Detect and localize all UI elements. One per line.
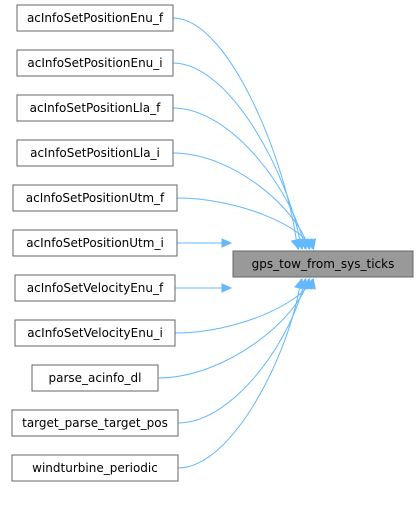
caller-node-box bbox=[11, 454, 179, 482]
call-edge bbox=[177, 278, 302, 469]
caller-nodes: acInfoSetPositionEnu_f acInfoSetPositionE… bbox=[11, 4, 179, 482]
caller-node-label: windturbine_periodic bbox=[32, 461, 158, 475]
caller-node-box bbox=[12, 184, 178, 212]
call-edge bbox=[172, 17, 298, 250]
arrowhead-icon bbox=[221, 238, 233, 248]
caller-node-label: acInfoSetPositionLla_i bbox=[30, 146, 160, 160]
caller-node-label: acInfoSetVelocityEnu_f bbox=[27, 281, 164, 295]
caller-node-box bbox=[31, 364, 159, 392]
call-edge bbox=[177, 278, 306, 424]
caller-node-label: acInfoSetPositionEnu_i bbox=[27, 56, 162, 70]
caller-node-box bbox=[16, 94, 174, 122]
arrowhead-icon bbox=[294, 277, 305, 290]
caller-node-label: acInfoSetVelocityEnu_i bbox=[27, 326, 163, 340]
caller-node-box bbox=[14, 319, 176, 347]
caller-node-box bbox=[14, 274, 176, 302]
call-edge bbox=[172, 62, 302, 250]
call-edge bbox=[172, 152, 310, 250]
caller-node[interactable]: windturbine_periodic bbox=[11, 454, 179, 482]
target-node-box bbox=[232, 250, 414, 278]
caller-node[interactable]: acInfoSetPositionLla_f bbox=[16, 94, 174, 122]
call-edge bbox=[157, 278, 309, 379]
caller-node[interactable]: acInfoSetPositionUtm_f bbox=[12, 184, 178, 212]
arrowhead-icon bbox=[305, 238, 317, 251]
caller-node[interactable]: acInfoSetPositionLla_i bbox=[16, 139, 174, 167]
target-node[interactable]: gps_tow_from_sys_ticks bbox=[232, 250, 414, 278]
caller-node-box bbox=[16, 49, 174, 77]
caller-node[interactable]: acInfoSetPositionEnu_i bbox=[16, 49, 174, 77]
caller-node[interactable]: target_parse_target_pos bbox=[11, 409, 179, 437]
caller-node[interactable]: parse_acinfo_dl bbox=[31, 364, 159, 392]
arrowhead-icon bbox=[221, 283, 233, 293]
caller-node-label: target_parse_target_pos bbox=[22, 416, 168, 430]
target-node-label: gps_tow_from_sys_ticks bbox=[252, 257, 395, 271]
caller-node-box bbox=[16, 4, 174, 32]
caller-node-label: acInfoSetPositionUtm_i bbox=[26, 236, 164, 250]
caller-node-box bbox=[16, 139, 174, 167]
call-edge bbox=[174, 278, 313, 334]
caller-node[interactable]: acInfoSetPositionEnu_f bbox=[16, 4, 174, 32]
caller-node-box bbox=[12, 229, 178, 257]
caller-node[interactable]: acInfoSetPositionUtm_i bbox=[12, 229, 178, 257]
caller-node[interactable]: acInfoSetVelocityEnu_i bbox=[14, 319, 176, 347]
caller-node-label: acInfoSetPositionUtm_f bbox=[26, 191, 165, 205]
call-edges bbox=[157, 17, 317, 469]
call-edge bbox=[172, 107, 306, 250]
caller-node-label: parse_acinfo_dl bbox=[49, 371, 142, 385]
caller-node-label: acInfoSetPositionLla_f bbox=[30, 101, 161, 115]
caller-node[interactable]: acInfoSetVelocityEnu_f bbox=[14, 274, 176, 302]
caller-node-label: acInfoSetPositionEnu_f bbox=[27, 11, 164, 25]
caller-node-box bbox=[11, 409, 179, 437]
